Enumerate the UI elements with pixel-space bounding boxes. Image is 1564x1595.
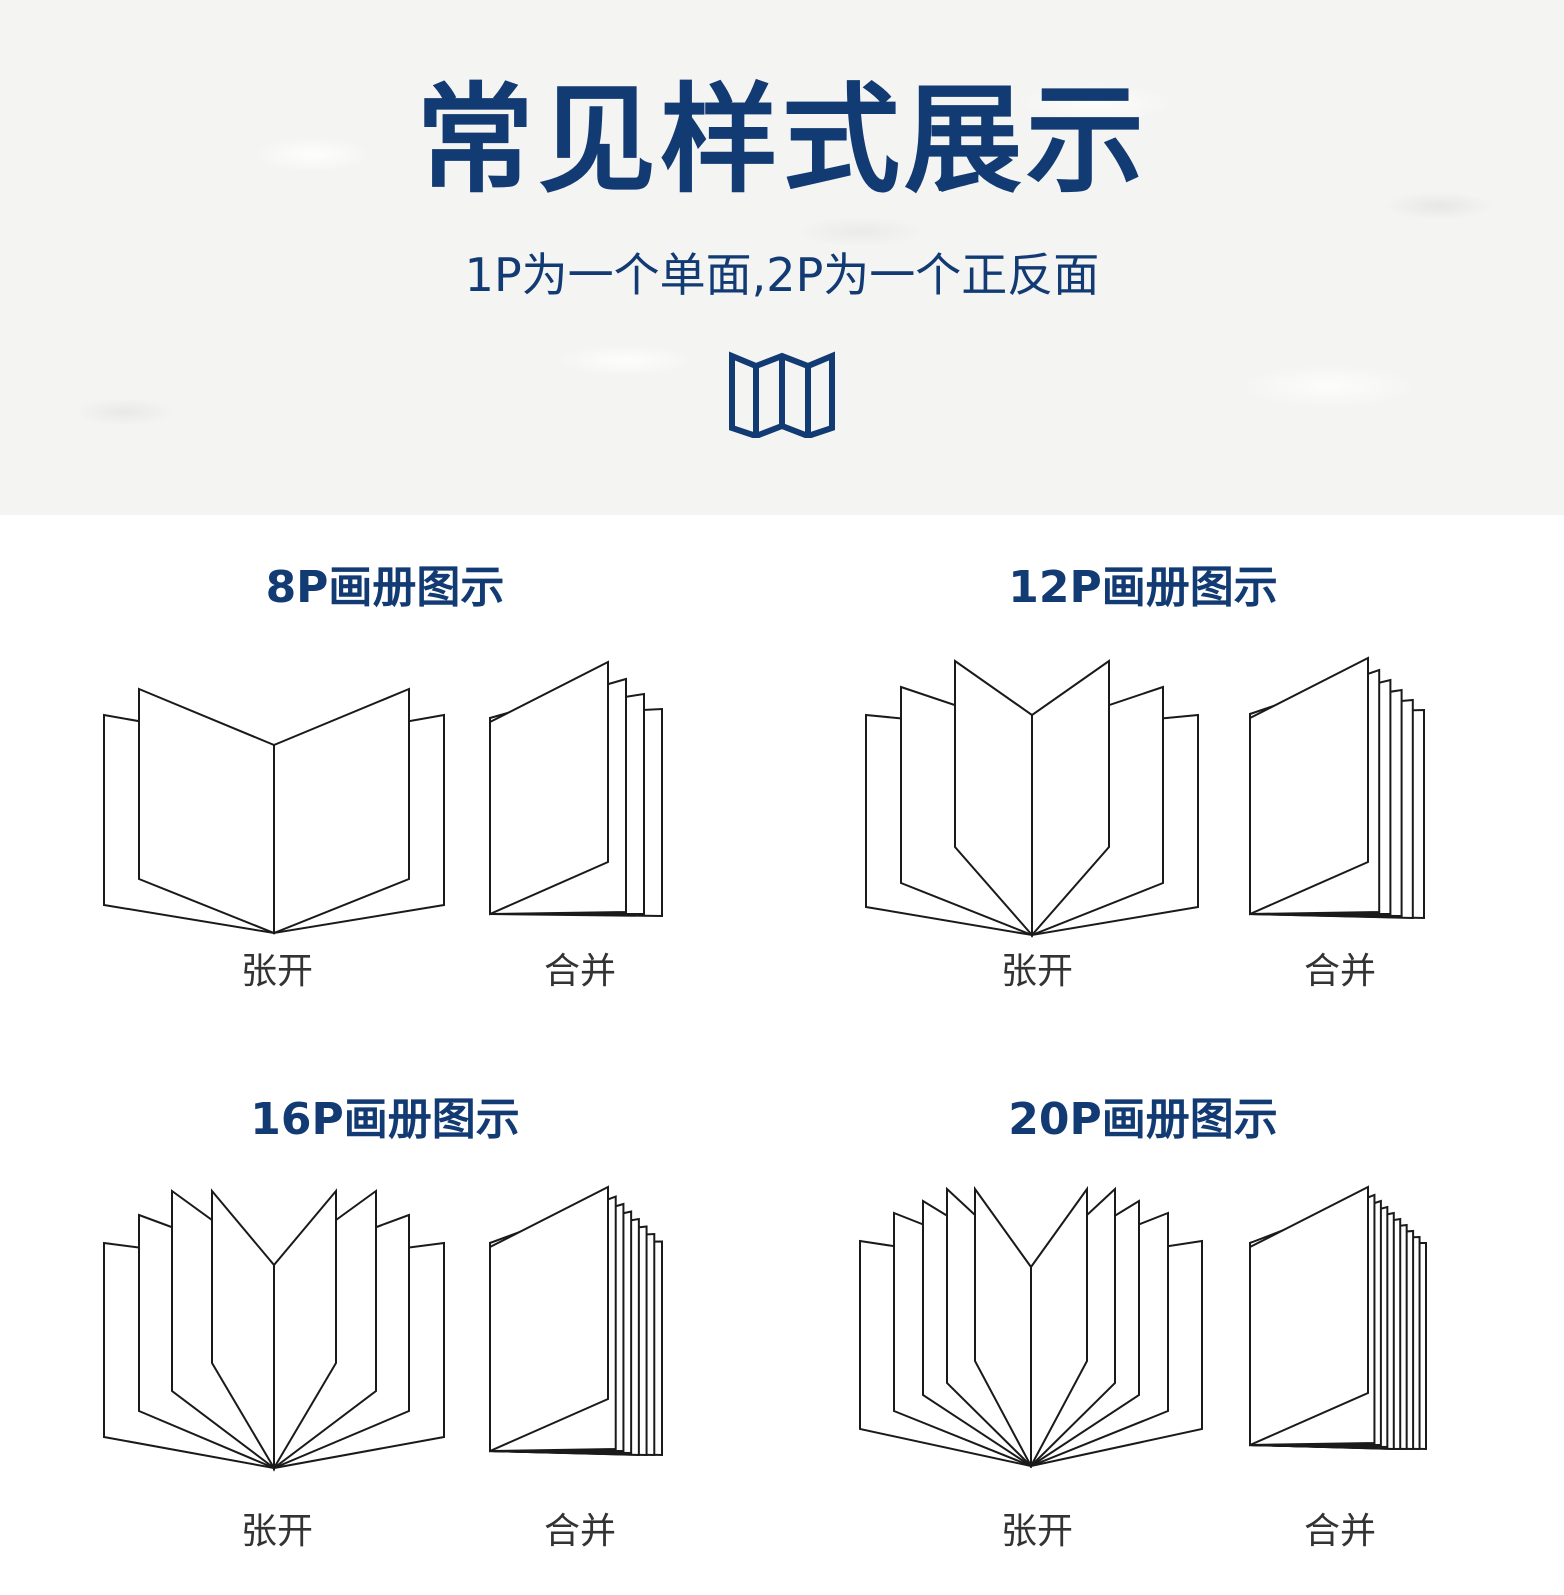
folded-brochure-icon <box>729 351 835 438</box>
page-leaf <box>273 687 410 935</box>
open-book-16p-illustration <box>103 1188 445 1472</box>
caption-closed-8p: 合并 <box>543 951 616 992</box>
closed-book-8p-illustration <box>489 660 663 918</box>
closed-book-12p-illustration <box>1249 656 1425 920</box>
page-leaf <box>1030 1185 1088 1467</box>
caption-closed-16p: 合并 <box>543 1511 616 1552</box>
open-book-20p-illustration <box>859 1185 1203 1469</box>
page-subtitle: 1P为一个单面,2P为一个正反面 <box>464 248 1100 302</box>
front-cover <box>1249 656 1369 916</box>
front-cover <box>489 1185 609 1453</box>
section-title-20p: 20P画册图示 <box>1008 1094 1278 1145</box>
closed-book-20p-illustration <box>1249 1185 1427 1451</box>
section-title-16p: 16P画册图示 <box>250 1094 520 1145</box>
page-title: 常见样式展示 <box>415 71 1148 209</box>
caption-open-12p: 张开 <box>1000 951 1073 992</box>
open-book-12p-illustration <box>865 659 1199 938</box>
front-cover <box>1249 1185 1369 1447</box>
front-cover <box>489 660 609 916</box>
section-title-12p: 12P画册图示 <box>1008 562 1278 613</box>
caption-closed-12p: 合并 <box>1303 951 1376 992</box>
section-title-8p: 8P画册图示 <box>265 562 505 613</box>
caption-open-20p: 张开 <box>1000 1511 1073 1552</box>
caption-open-16p: 张开 <box>240 1511 313 1552</box>
caption-closed-20p: 合并 <box>1303 1511 1376 1552</box>
page-leaf <box>273 1188 337 1472</box>
open-book-8p-illustration <box>103 687 445 935</box>
page-leaf <box>1031 659 1110 938</box>
caption-open-8p: 张开 <box>240 951 313 992</box>
header-banner: 常见样式展示 1P为一个单面,2P为一个正反面 <box>0 0 1564 515</box>
closed-book-16p-illustration <box>489 1185 663 1457</box>
